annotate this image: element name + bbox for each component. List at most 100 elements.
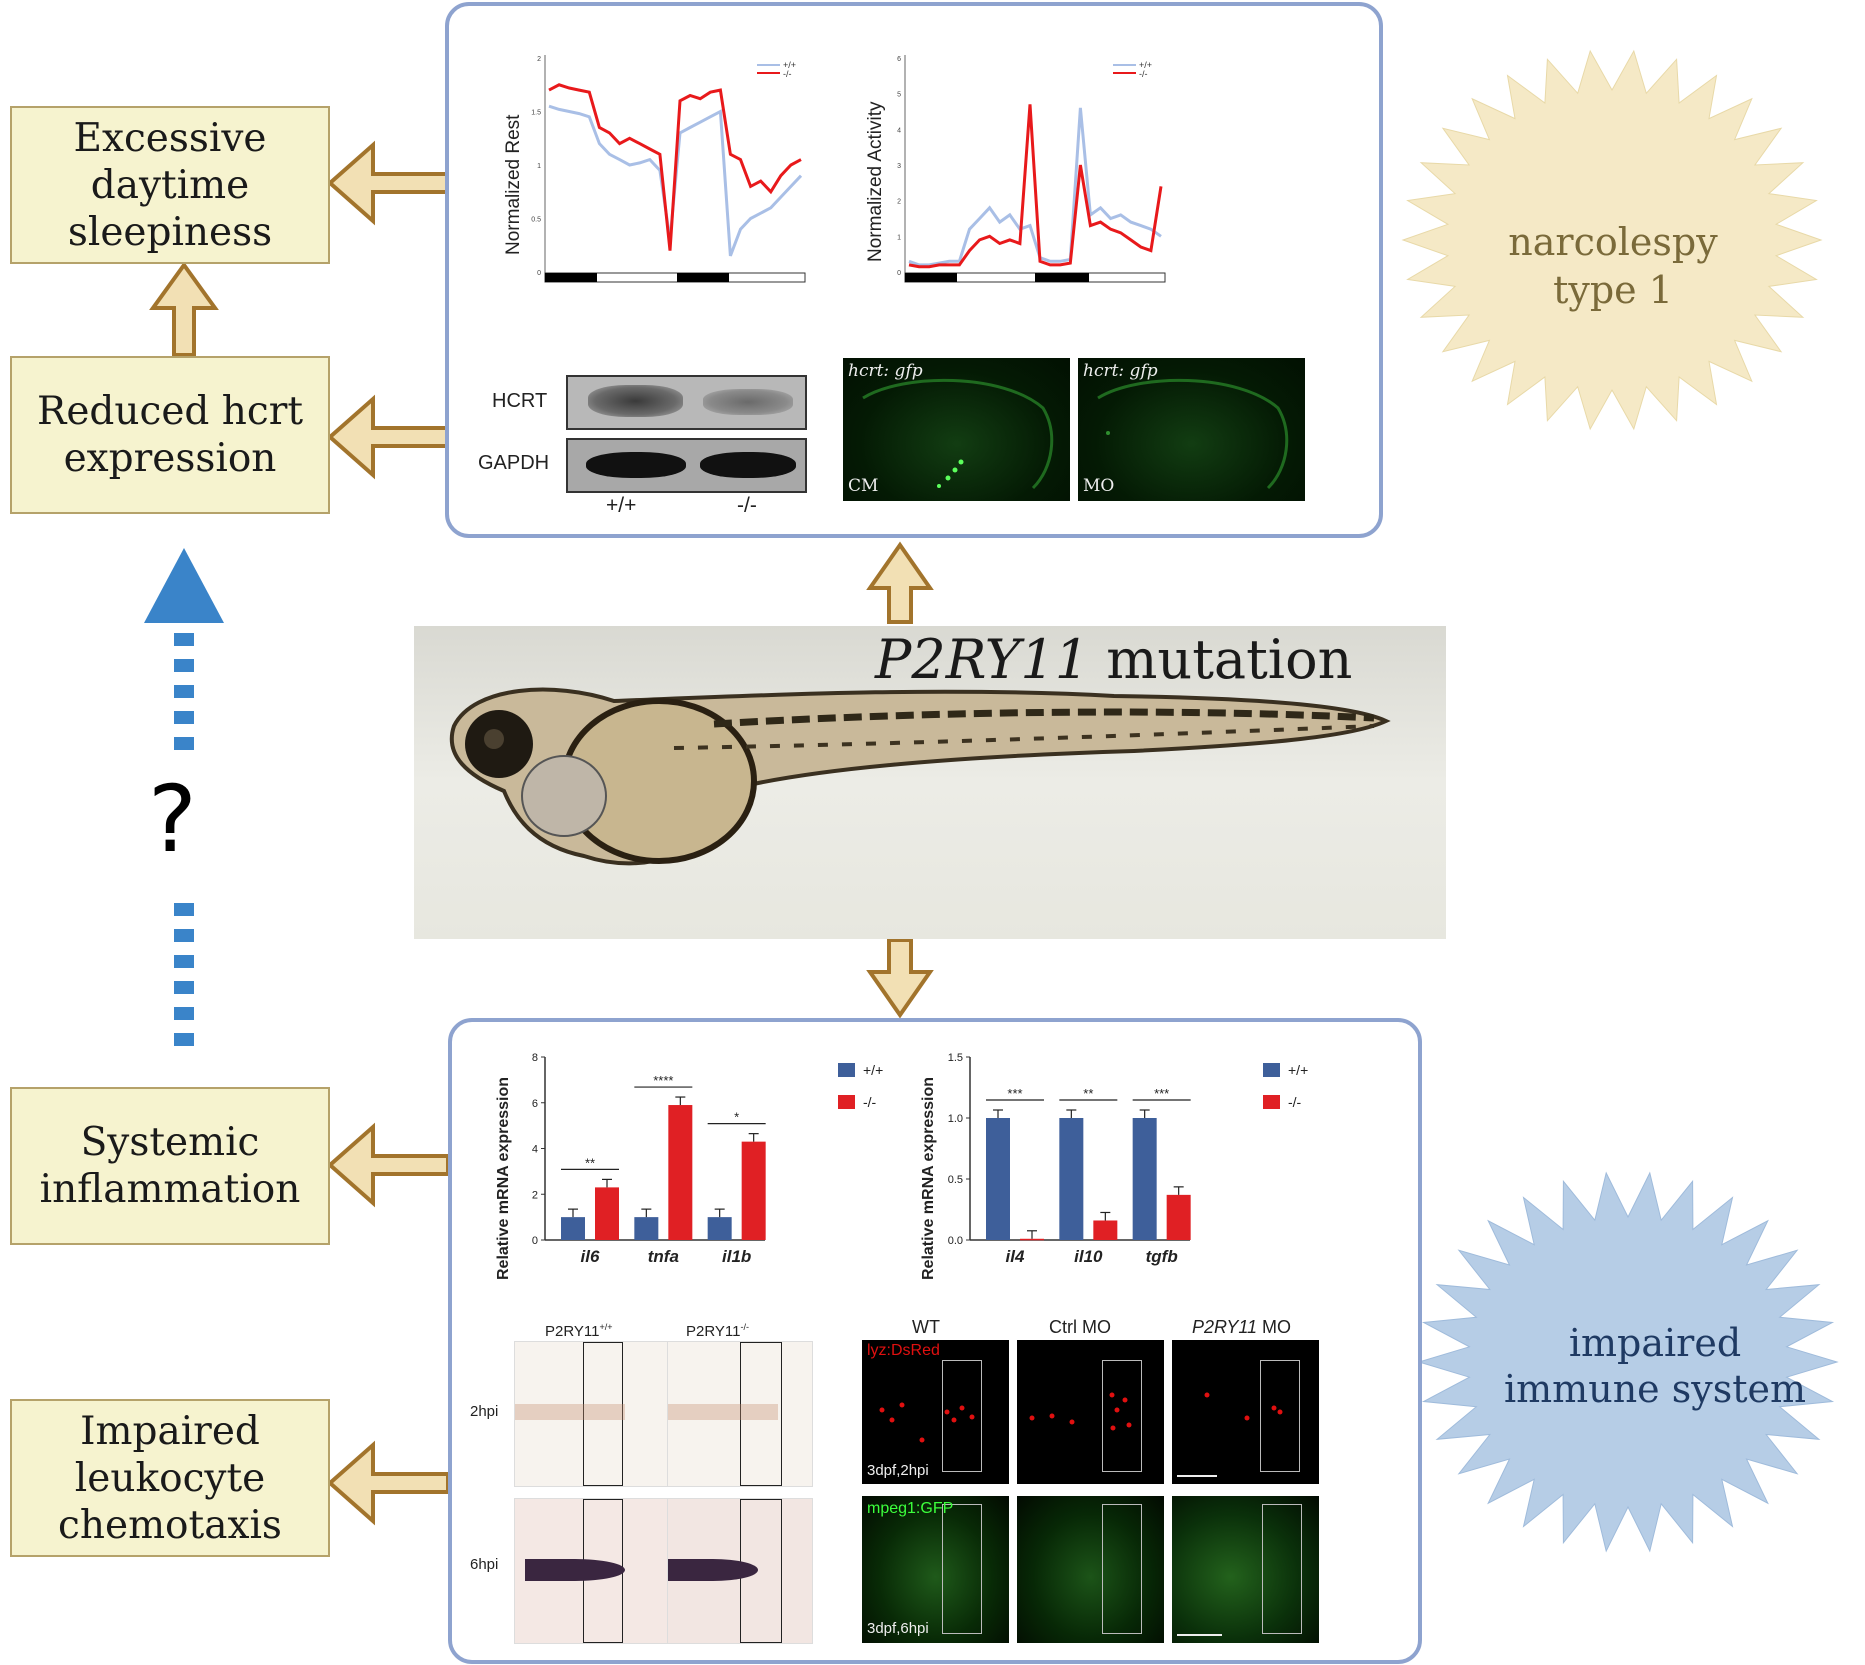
- hcrt-gfp-corner-1: CM: [848, 476, 879, 496]
- mutation-title: P2RY11 mutation: [875, 628, 1352, 692]
- proinflammatory-sig-il1b: *: [734, 1110, 739, 1125]
- antiinflammatory-sig-il10: **: [1083, 1086, 1093, 1101]
- proinflammatory-ylabel: Relative mRNA expression: [495, 1077, 512, 1280]
- lyz-ctrl-image: [1017, 1340, 1164, 1484]
- bf-row-6hpi: 6hpi: [470, 1556, 499, 1573]
- antiinflammatory-legend-swatch-wt: [1263, 1063, 1280, 1077]
- mpeg1-ctrl-image: [1017, 1496, 1164, 1643]
- bf-row-2hpi: 2hpi: [470, 1403, 499, 1420]
- fl-col-p2ry11-gene: P2RY11: [1192, 1317, 1258, 1337]
- rest-ytick-1: 0.5: [531, 217, 541, 224]
- act-legend-ko: -/-: [1139, 69, 1148, 79]
- night-bar-2: [677, 273, 729, 282]
- proinflammatory-bar-tnfa-ko: [668, 1105, 693, 1240]
- arrow-to-chemotaxis: [326, 1440, 450, 1526]
- hcrt-label: Reduced hcrt expression: [36, 389, 304, 481]
- lyz-wt-cells: [879, 1402, 975, 1443]
- arrow-hcrt-to-sleepiness: [149, 261, 219, 357]
- rest-legend-wt: +/+: [783, 60, 796, 70]
- lyz-wt-image: lyz:DsRed 3dpf,2hpi: [862, 1340, 1009, 1484]
- hcrt-gfp-morpholino-cells: [1097, 378, 1289, 490]
- activity-y-label: Normalized Activity: [865, 101, 886, 262]
- blot-gapdh-band: [566, 438, 807, 493]
- hcrt-gfp-corner-2: MO: [1083, 476, 1115, 496]
- act-ytick-6: 6: [897, 56, 901, 63]
- sleepiness-label: Excessive daytime sleepiness: [67, 115, 273, 255]
- fl-col-p2ry11-suffix: MO: [1257, 1317, 1292, 1337]
- blot-lane-ko: -/-: [737, 494, 757, 517]
- arrow-to-hcrt: [326, 394, 450, 480]
- rest-ytick-4: 2: [537, 56, 541, 63]
- fl-col-p2ry11-mo: P2RY11 MO: [1192, 1317, 1291, 1338]
- act-legend-wt: +/+: [1139, 60, 1152, 70]
- proinflammatory-bar-il6-ko: [595, 1187, 619, 1240]
- proinflammatory-legend-swatch-ko: [838, 1095, 855, 1109]
- blot-hcrt-band: [566, 375, 807, 430]
- antiinflammatory-ytick-2: 1.0: [948, 1113, 963, 1125]
- antiinflammatory-bar-il10-ko: [1093, 1220, 1118, 1240]
- zebrafish-larva-drawing: [449, 687, 1391, 866]
- mpeg1-wt-image: mpeg1:GFP 3dpf,6hpi: [862, 1496, 1009, 1643]
- hcrt-gfp-control-image: hcrt: gfp CM: [843, 358, 1070, 501]
- antiinflammatory-bar-tgfb-wt: [1132, 1118, 1157, 1240]
- blot-hcrt-label: HCRT: [492, 390, 548, 412]
- rest-ytick-0: 0: [537, 270, 541, 277]
- antiinflammatory-ytick-0: 0.0: [948, 1235, 963, 1247]
- fl-col-ctrl: Ctrl MO: [1049, 1317, 1111, 1337]
- act-ytick-2: 2: [897, 199, 901, 206]
- proinflammatory-ytick-1: 2: [532, 1189, 538, 1201]
- blot-gapdh-label: GAPDH: [478, 452, 550, 474]
- impaired-leukocyte-chemotaxis-box: Impaired leukocyte chemotaxis: [10, 1399, 330, 1557]
- inflammation-label: Systemic inflammation: [39, 1120, 301, 1212]
- mpeg1-corner: 3dpf,6hpi: [867, 1620, 929, 1637]
- narcolepsy-burst: [1401, 49, 1823, 431]
- gene-name: P2RY11: [875, 628, 1090, 691]
- arrow-fish-to-bottom-panel: [866, 938, 934, 1019]
- systemic-inflammation-box: Systemic inflammation: [10, 1087, 330, 1245]
- proinflammatory-bar-tnfa-wt: [634, 1217, 659, 1240]
- bf-wt-6hpi-image: [514, 1498, 668, 1644]
- activity-series-ko: [908, 104, 1163, 269]
- antiinflammatory-bar-il4-ko: [1020, 1238, 1044, 1241]
- proinflammatory-category-tnfa: tnfa: [648, 1247, 679, 1266]
- proinflammatory-ytick-2: 4: [532, 1144, 538, 1156]
- zebrafish-image: [414, 626, 1446, 939]
- proinflammatory-legend-wt: +/+: [863, 1062, 883, 1078]
- rest-legend-ko: -/-: [783, 69, 792, 79]
- question-mark: ?: [148, 766, 197, 873]
- bf-col-wt: P2RY11+/+: [545, 1322, 613, 1340]
- antiinflammatory-bar-il4-wt: [986, 1118, 1010, 1240]
- antiinflammatory-ytick-1: 0.5: [948, 1174, 963, 1186]
- bf-wt-2hpi-image: [514, 1341, 668, 1487]
- rest-ytick-3: 1.5: [531, 110, 541, 117]
- lyz-p2ry11-mo-image: [1172, 1340, 1319, 1484]
- excessive-daytime-sleepiness-box: Excessive daytime sleepiness: [10, 106, 330, 264]
- proinflammatory-category-il1b: il1b: [722, 1247, 751, 1266]
- rest-series-ko: [548, 83, 802, 251]
- hcrt-gfp-title-1: hcrt: gfp: [848, 361, 923, 381]
- bf-ko-2hpi-image: [667, 1341, 813, 1487]
- proinflammatory-legend-ko: -/-: [863, 1094, 877, 1110]
- blot-lane-wt: +/+: [606, 494, 637, 517]
- hcrt-gfp-title-2: hcrt: gfp: [1083, 361, 1158, 381]
- lyz-ctrl-cells: [1029, 1392, 1132, 1431]
- antiinflammatory-legend-ko: -/-: [1288, 1094, 1302, 1110]
- proinflammatory-ytick-0: 0: [532, 1235, 538, 1247]
- normalized-rest-chart: 0 0.5 1 1.5 2 +/+ -/- Normalized Rest: [503, 55, 806, 283]
- rest-y-label: Normalized Rest: [503, 114, 524, 255]
- act-ytick-3: 3: [897, 163, 901, 170]
- bf-ko-6hpi-image: [667, 1498, 813, 1644]
- proinflammatory-sig-tnfa: ****: [653, 1073, 673, 1088]
- antiinflammatory-category-il10: il10: [1074, 1247, 1103, 1266]
- activity-series-wt: [908, 107, 1162, 267]
- reduced-hcrt-expression-box: Reduced hcrt expression: [10, 356, 330, 514]
- night-bar-1: [545, 273, 597, 282]
- act-ytick-4: 4: [897, 127, 901, 134]
- proinflammatory-sig-il6: **: [585, 1155, 595, 1170]
- rest-ytick-2: 1: [537, 163, 541, 170]
- night-bar-4: [1035, 273, 1089, 282]
